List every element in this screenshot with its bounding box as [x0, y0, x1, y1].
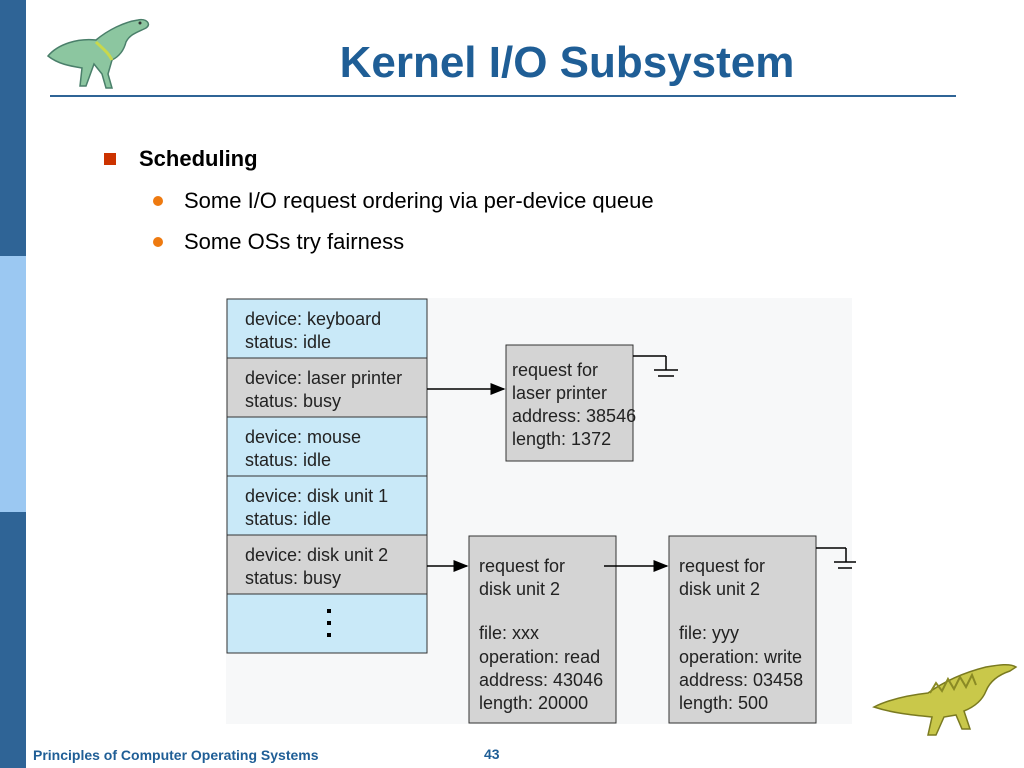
disk-request-box-1 [468, 535, 617, 724]
device-label: device: disk unit 2 [245, 545, 388, 565]
left-accent-bar-middle [0, 256, 26, 512]
round-bullet-icon [153, 196, 163, 206]
vertical-ellipsis-icon [327, 609, 331, 637]
request-line: request for [679, 556, 765, 576]
left-accent-bar-bottom [0, 512, 26, 768]
request-line: address: 03458 [679, 670, 803, 690]
square-bullet-icon [104, 153, 116, 165]
printer-request-box [505, 344, 634, 462]
null-pointer-icon [816, 547, 856, 569]
request-line: file: xxx [479, 623, 539, 643]
status-label: status: busy [245, 391, 341, 411]
device-label: device: mouse [245, 427, 361, 447]
footer-course-title: Principles of Computer Operating Systems [33, 747, 319, 763]
request-line: length: 1372 [512, 429, 611, 449]
request-line: length: 20000 [479, 693, 588, 713]
null-pointer-icon [633, 355, 678, 377]
round-bullet-icon [153, 237, 163, 247]
status-label: status: idle [245, 509, 331, 529]
disk-request-box-2 [668, 535, 817, 724]
request-line: disk unit 2 [679, 579, 760, 599]
request-line: file: yyy [679, 623, 739, 643]
status-label: status: busy [245, 568, 341, 588]
device-row-disk-unit-1 [226, 475, 428, 536]
device-row-mouse [226, 416, 428, 477]
status-label: status: idle [245, 450, 331, 470]
dinosaur-logo-top [46, 18, 150, 89]
request-line: address: 43046 [479, 670, 603, 690]
request-line: length: 500 [679, 693, 768, 713]
request-line: laser printer [512, 383, 607, 403]
subbullet-1: Some I/O request ordering via per-device… [184, 188, 654, 213]
page-number: 43 [484, 746, 500, 762]
request-line: request for [512, 360, 598, 380]
device-row-keyboard [226, 298, 428, 359]
subbullet-2: Some OSs try fairness [184, 229, 405, 254]
status-label: status: idle [245, 332, 331, 352]
dinosaur-logo-bottom [872, 663, 1018, 736]
left-accent-bar-top [0, 0, 26, 256]
device-label: device: keyboard [245, 309, 381, 329]
device-label: device: laser printer [245, 368, 402, 388]
device-label: device: disk unit 1 [245, 486, 388, 506]
device-row-laser-printer [226, 357, 428, 418]
bullet-scheduling: Scheduling [139, 146, 258, 171]
request-line: operation: write [679, 647, 802, 667]
device-status-table-diagram: device: keyboard status: idle device: la… [226, 298, 856, 724]
request-line: address: 38546 [512, 406, 636, 426]
request-line: request for [479, 556, 565, 576]
request-line: disk unit 2 [479, 579, 560, 599]
request-line: operation: read [479, 647, 600, 667]
title-underline [50, 95, 956, 97]
slide-title: Kernel I/O Subsystem [339, 38, 795, 87]
